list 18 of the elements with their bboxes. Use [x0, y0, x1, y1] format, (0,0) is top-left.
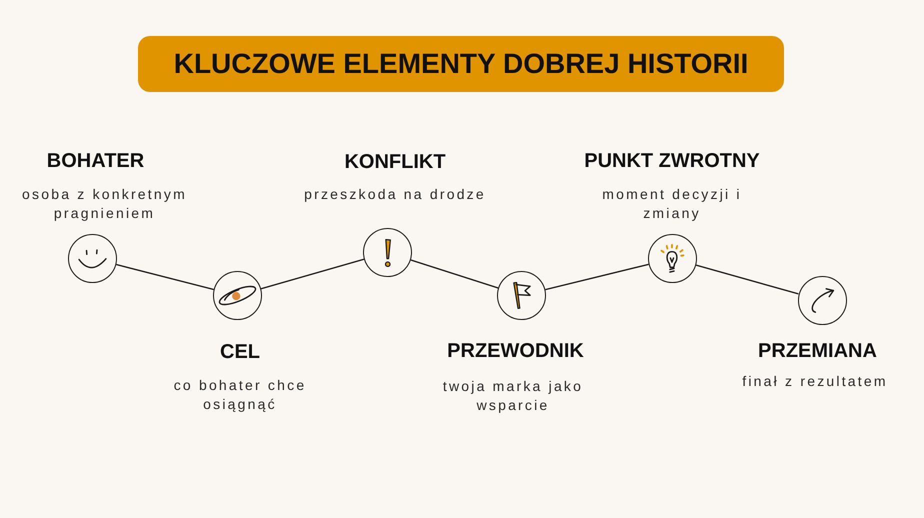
step-heading: PRZEWODNIK [447, 339, 584, 363]
step-description: co bohater chce osiągnąć [172, 376, 308, 414]
step-heading: PRZEMIANA [758, 339, 877, 363]
step-heading: BOHATER [46, 149, 144, 173]
connector-line [116, 264, 214, 290]
step-description: osoba z konkretnym pragnieniem [21, 185, 188, 223]
step-description: moment decyzji i zmiany [601, 185, 743, 223]
title-text: KLUCZOWE ELEMENTY DOBREJ HISTORII [174, 47, 748, 81]
step-description: przeszkoda na drodze [303, 185, 487, 204]
connector-line [410, 259, 498, 289]
connector-line [545, 264, 649, 290]
connector-line [696, 264, 799, 294]
step-heading: PUNKT ZWROTNY [584, 149, 760, 173]
step-heading: CEL [220, 340, 260, 364]
connector-line [260, 258, 364, 290]
step-heading: KONFLIKT [344, 150, 446, 174]
step-description: twoja marka jako wsparcie [442, 376, 584, 414]
step-description: finał z rezultatem [741, 372, 889, 390]
